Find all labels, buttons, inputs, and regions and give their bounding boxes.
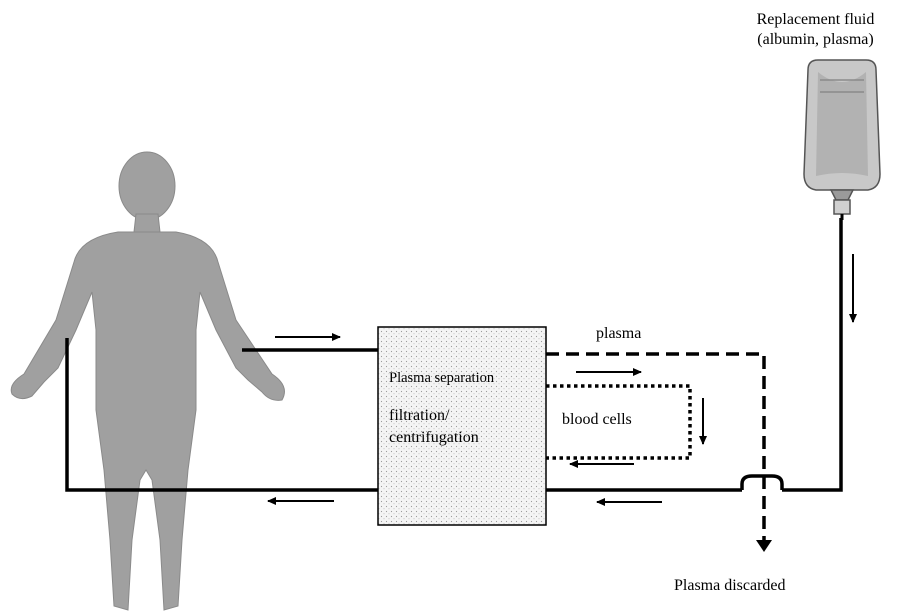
replacement-fluid-label: Replacement fluid (albumin, plasma) bbox=[728, 10, 900, 50]
iv-bag-icon bbox=[803, 59, 881, 220]
blood-cells-label: blood cells bbox=[562, 411, 632, 428]
crossover-hump bbox=[740, 474, 784, 490]
return-line bbox=[65, 338, 378, 492]
plasma-separation-label: Plasma separation bbox=[389, 370, 495, 386]
plasma-label: plasma bbox=[596, 325, 642, 342]
filtration-label-line2: centrifugation bbox=[389, 429, 479, 446]
tubing bbox=[65, 218, 843, 542]
flow-arrows bbox=[267, 254, 857, 506]
replacement-fluid-line1: Replacement fluid bbox=[756, 11, 875, 28]
replacement-fluid-line2: (albumin, plasma) bbox=[757, 31, 874, 48]
plasma-line bbox=[546, 352, 766, 542]
human-figure-icon bbox=[10, 151, 285, 611]
blood-cells-loop bbox=[546, 384, 692, 460]
plasma-discarded-label: Plasma discarded bbox=[674, 577, 786, 594]
replacement-fluid-line bbox=[782, 218, 843, 492]
plasma-discard-arrowhead bbox=[756, 540, 772, 552]
filtration-label-line1: filtration/ bbox=[389, 407, 450, 424]
plasma-separation-box bbox=[377, 326, 547, 526]
